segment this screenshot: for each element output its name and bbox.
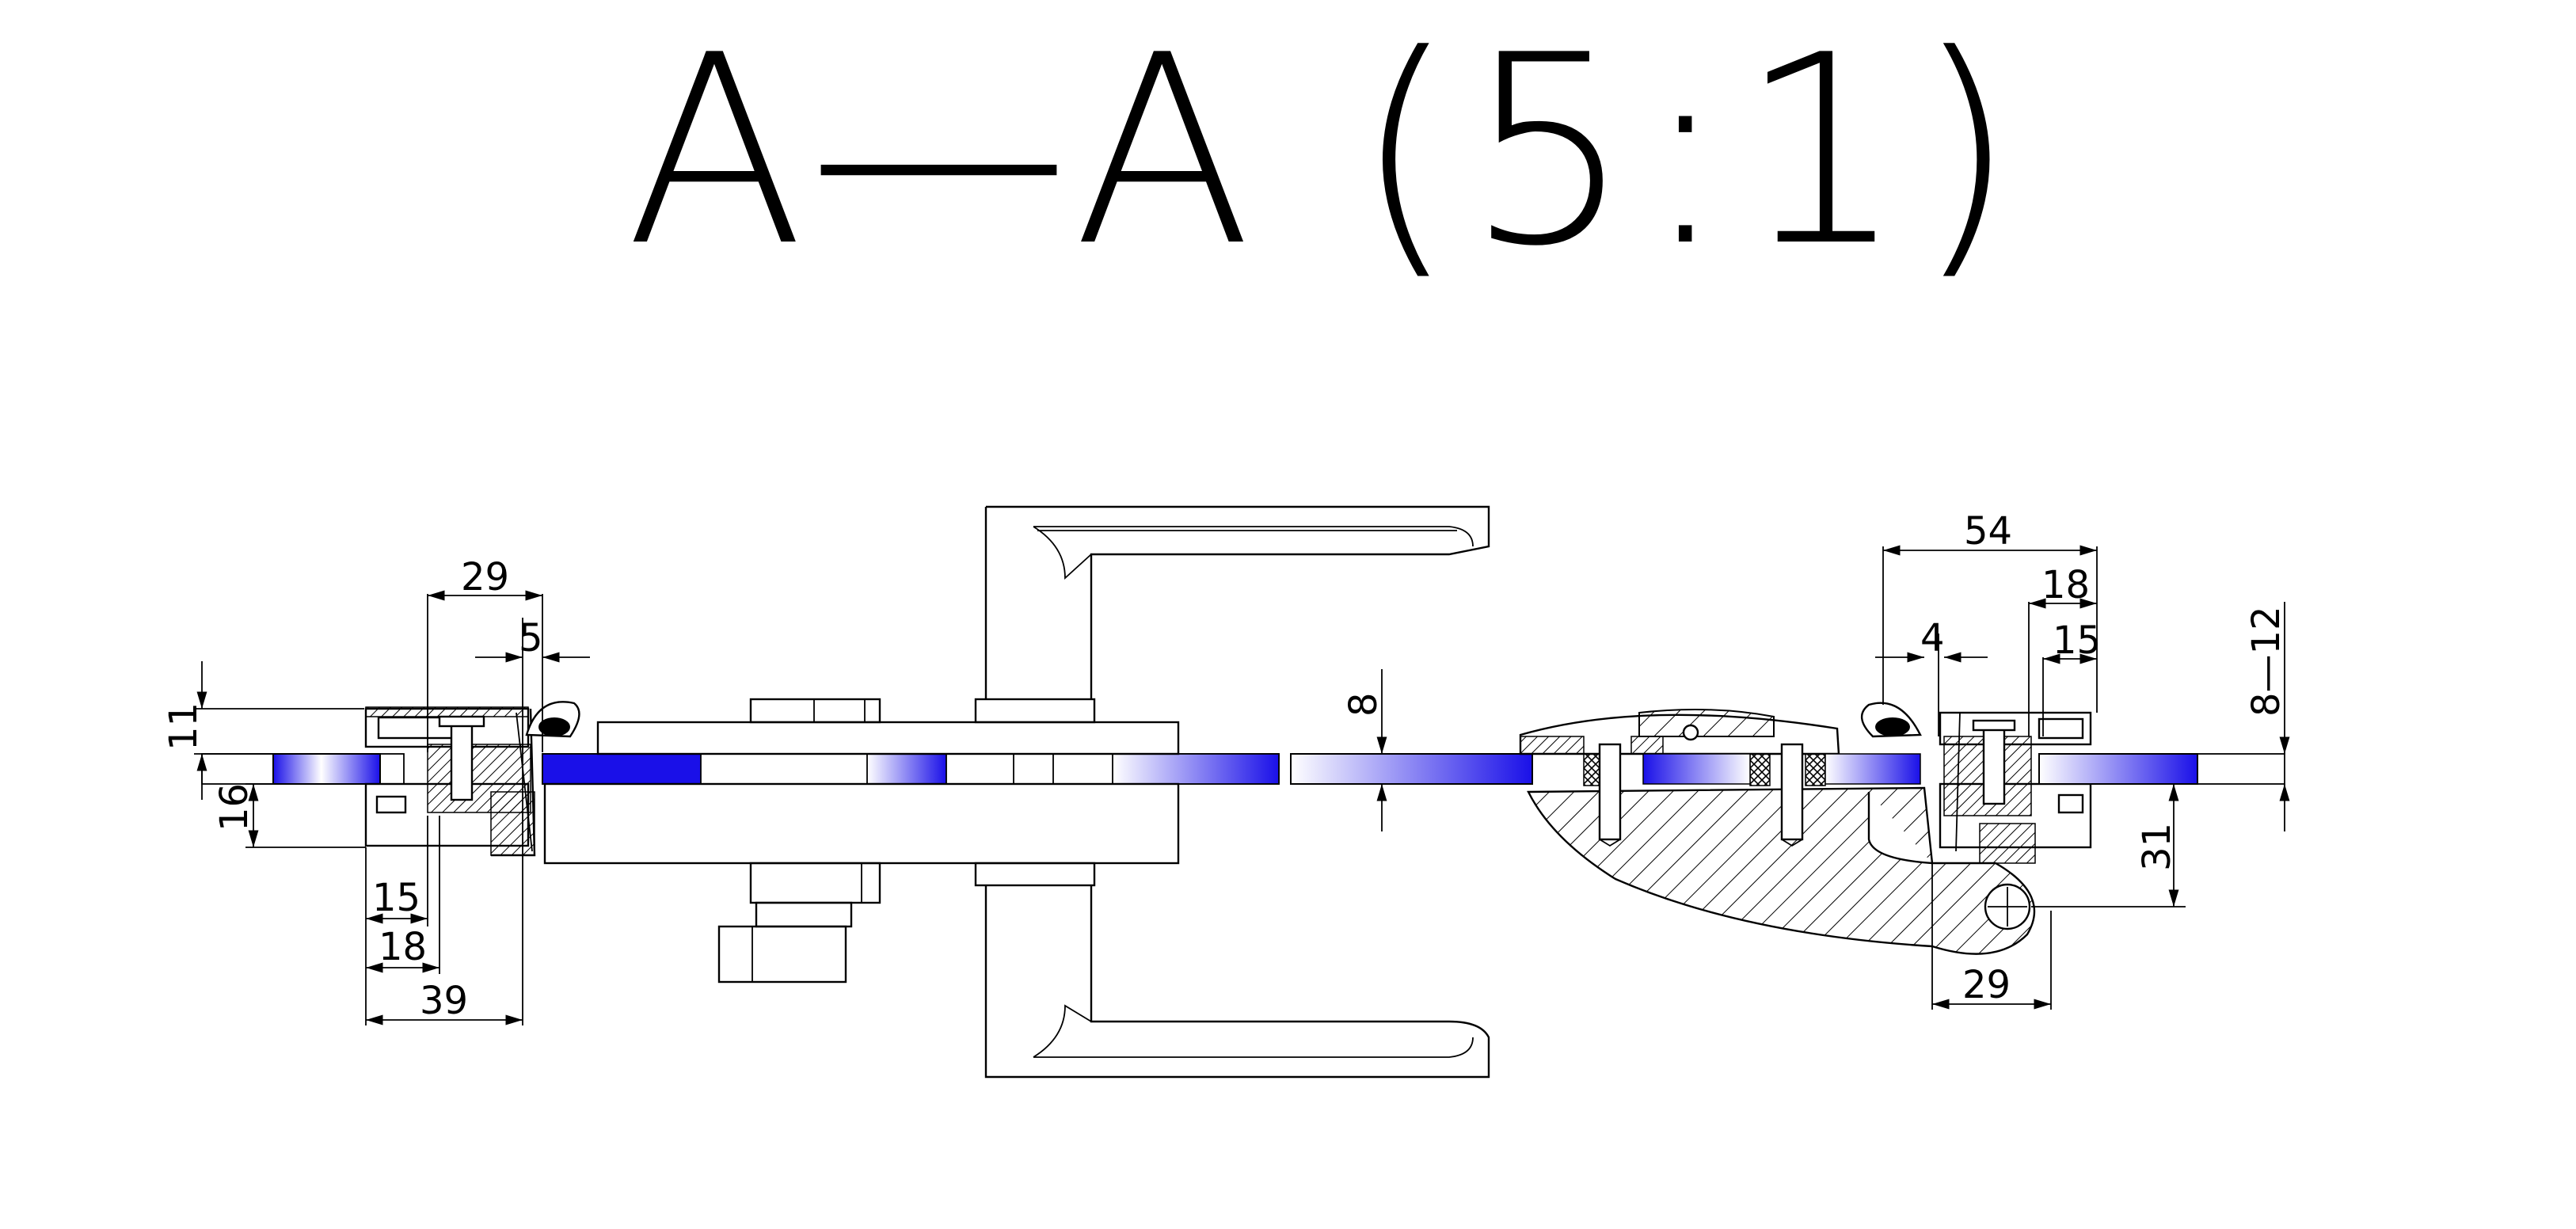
svg-text:5: 5 [519, 616, 543, 660]
handle-base-plate [543, 698, 1180, 865]
svg-text:8—12: 8—12 [2244, 606, 2289, 717]
svg-text:15: 15 [372, 876, 420, 920]
dimension-left-39: 39 [365, 713, 523, 1025]
svg-text:54: 54 [1964, 509, 2012, 554]
right-fixed-glass [2038, 753, 2285, 785]
svg-text:15: 15 [2053, 618, 2101, 663]
svg-text:18: 18 [379, 925, 427, 969]
dimension-right-4: 4 [1875, 616, 1988, 736]
dimension-right-54: 54 [1882, 509, 2098, 713]
svg-text:16: 16 [212, 783, 257, 831]
dimension-right-18: 18 [2028, 563, 2097, 736]
svg-text:29: 29 [1962, 963, 2011, 1007]
dimension-left-11: 11 [162, 661, 364, 800]
left-magnetic-seal [525, 701, 580, 738]
right-frame-profile [1939, 711, 2092, 864]
svg-text:29: 29 [461, 555, 509, 599]
dimension-left-5: 5 [475, 616, 590, 713]
svg-text:31: 31 [2135, 823, 2179, 871]
dimension-mid-8: 8 [1341, 669, 1387, 831]
dimension-right-8-12: 8—12 [2244, 602, 2290, 831]
door-glass-panel [542, 753, 1533, 785]
lever-handle [974, 505, 1490, 1079]
left-frame-profile [364, 706, 536, 857]
dimension-left-15: 15 [365, 816, 428, 927]
section-title: A—A (5:1) [626, 0, 2026, 303]
dimension-left-16: 16 [212, 783, 366, 848]
dimension-right-15: 15 [2042, 618, 2101, 736]
dimension-right-31: 31 [2031, 784, 2186, 907]
lock-cylinder [717, 862, 881, 984]
left-fixed-glass [201, 753, 405, 785]
svg-text:11: 11 [162, 702, 206, 751]
dimension-left-18: 18 [365, 816, 440, 974]
right-magnetic-seal [1861, 702, 1922, 738]
svg-text:18: 18 [2041, 563, 2090, 607]
dimension-right-29: 29 [1931, 863, 2052, 1010]
dimension-left-29: 29 [427, 555, 543, 752]
svg-text:4: 4 [1920, 616, 1945, 660]
hinge-body [1519, 709, 2036, 955]
svg-text:8: 8 [1341, 692, 1386, 717]
svg-text:39: 39 [420, 979, 468, 1023]
